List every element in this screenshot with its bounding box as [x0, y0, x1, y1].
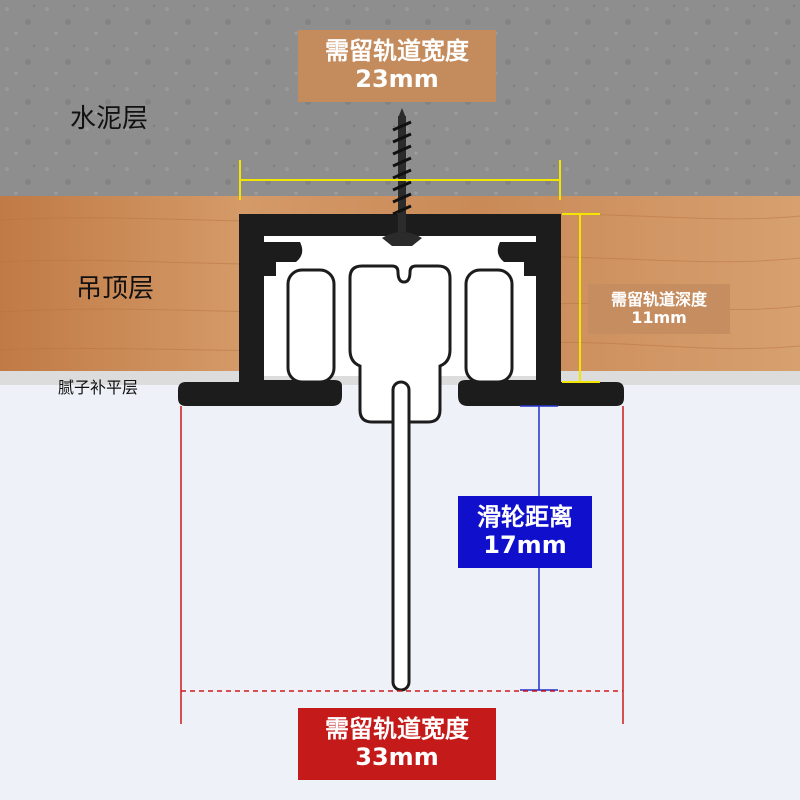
hanger-rod	[391, 380, 411, 692]
top-width-dimension	[239, 160, 561, 200]
pulley-distance-value: 17mm	[483, 531, 567, 559]
pulley-distance-title: 滑轮距离	[477, 503, 573, 532]
pulley-wheel-icon	[286, 268, 336, 384]
ceiling-layer-label: 吊顶层	[76, 274, 155, 304]
pulley-carriage	[286, 264, 514, 424]
top-width-value: 23mm	[355, 65, 439, 93]
pulley-wheel-icon	[464, 268, 514, 384]
depth-value: 11mm	[631, 308, 687, 327]
depth-title: 需留轨道深度	[610, 289, 707, 309]
pulley-body	[348, 264, 452, 424]
track-left-lip	[264, 242, 303, 276]
track-right-lip	[497, 242, 536, 276]
screw-icon	[382, 108, 422, 246]
top-width-label: 需留轨道宽度 23mm	[298, 30, 496, 102]
concrete-layer-label: 水泥层	[70, 104, 149, 134]
top-width-title: 需留轨道宽度	[325, 37, 469, 66]
bottom-width-dimension	[180, 406, 624, 724]
bottom-width-label: 需留轨道宽度 33mm	[298, 708, 496, 780]
bottom-width-title: 需留轨道宽度	[325, 715, 469, 744]
bottom-width-value: 33mm	[355, 743, 439, 771]
pulley-distance-label: 滑轮距离 17mm	[458, 496, 592, 568]
depth-label: 需留轨道深度 11mm	[588, 284, 730, 334]
track-profile	[178, 214, 624, 406]
putty-layer-label: 腻子补平层	[58, 378, 139, 397]
depth-dimension	[562, 213, 600, 383]
